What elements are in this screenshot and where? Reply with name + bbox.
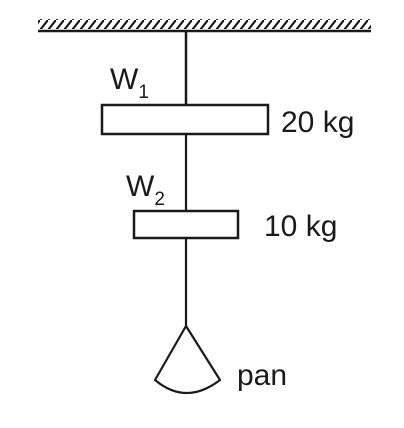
weight-w2-block	[132, 209, 240, 240]
weight-w2: W2 10 kg	[126, 170, 337, 243]
pan: pan	[153, 324, 287, 394]
weight-w1-label: W1	[110, 63, 149, 103]
pan-shape	[153, 324, 222, 394]
pan-label: pan	[237, 359, 287, 392]
weight-w1-mass: 20 kg	[281, 106, 354, 139]
weight-w1: W1 20 kg	[100, 63, 354, 139]
weight-w1-block	[100, 103, 270, 136]
weight-w2-mass: 10 kg	[264, 210, 337, 243]
ceiling-support	[38, 19, 371, 33]
weight-w2-label: W2	[126, 170, 165, 210]
